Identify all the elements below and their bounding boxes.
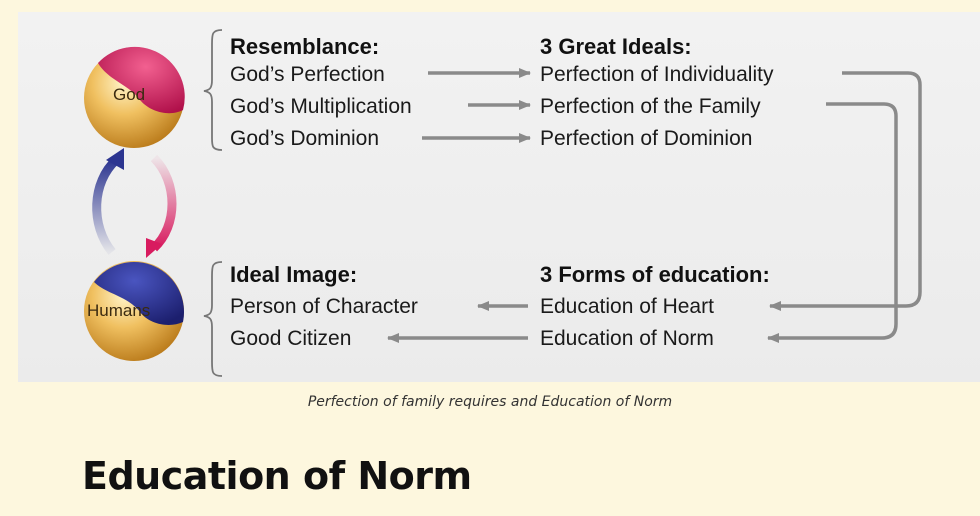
resemblance-item: God’s Dominion (230, 127, 380, 150)
great-ideal-item: Perfection of the Family (540, 95, 761, 118)
ideal-image-item: Person of Character (230, 295, 418, 318)
resemblance-item: God’s Multiplication (230, 95, 412, 118)
god-label: God (113, 85, 146, 104)
forms-of-education-heading: 3 Forms of education: (540, 262, 770, 287)
ideal-image-item: Good Citizen (230, 327, 352, 350)
humans-to-god-arrow (92, 156, 120, 255)
great-ideals-heading: 3 Great Ideals: (540, 34, 692, 59)
education-item: Education of Norm (540, 327, 714, 350)
education-item: Education of Heart (540, 295, 714, 318)
god-sphere (84, 46, 185, 148)
god-to-humans-arrow (150, 154, 177, 252)
loop-family-to-norm (767, 102, 898, 343)
resemblance-item: God’s Perfection (230, 63, 385, 86)
great-ideal-item: Perfection of Dominion (540, 127, 753, 150)
page-title: Education of Norm (82, 454, 472, 498)
humans-sphere (84, 261, 185, 361)
diagram-caption: Perfection of family requires and Educat… (307, 394, 673, 410)
loop-individuality-to-heart (769, 71, 922, 311)
great-ideal-item: Perfection of Individuality (540, 63, 774, 86)
top-brace (203, 29, 223, 151)
ideal-image-heading: Ideal Image: (230, 262, 358, 287)
humans-label: Humans (87, 301, 151, 320)
resemblance-heading: Resemblance: (230, 34, 380, 59)
bottom-brace (203, 261, 223, 377)
